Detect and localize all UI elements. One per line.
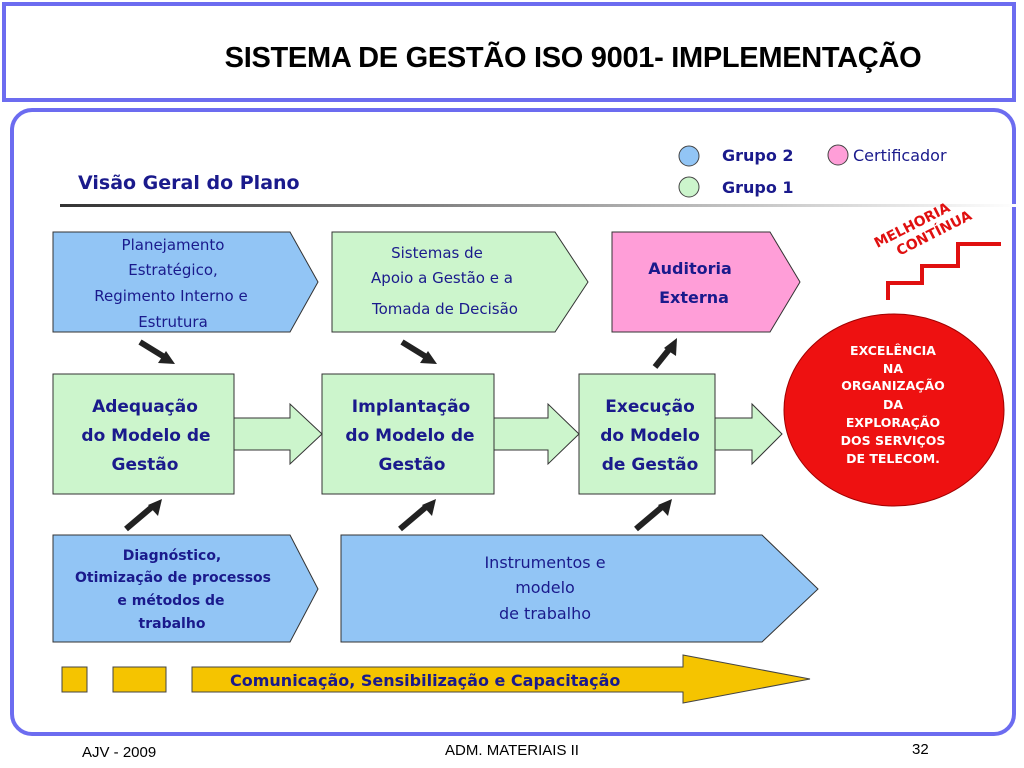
adequacao-line-3: Gestão bbox=[112, 455, 179, 475]
adequacao-line-2: do Modelo de bbox=[81, 426, 210, 446]
slide-title: SISTEMA DE GESTÃO ISO 9001- IMPLEMENTAÇÃ… bbox=[224, 42, 922, 74]
comm-square-1 bbox=[61, 666, 88, 693]
implantacao-line-1: Implantação bbox=[352, 397, 470, 417]
arrow-execucao-to-auditoria bbox=[652, 338, 677, 369]
sistemas-shape bbox=[331, 231, 589, 333]
arrow-implantacao-to-execucao bbox=[493, 402, 580, 466]
arrow-instrumentos-to-implantacao bbox=[398, 499, 436, 532]
sistemas-line-2: Apoio a Gestão e a bbox=[371, 269, 513, 287]
melhoria-steps bbox=[886, 242, 1001, 300]
sistemas-line-1: Sistemas de bbox=[391, 244, 483, 262]
arrow-diagnostico-to-adequacao bbox=[124, 499, 162, 532]
diagnostico-line-3: e métodos de bbox=[117, 593, 224, 609]
excelencia-line-7: DE TELECOM. bbox=[846, 451, 940, 466]
adequacao-line-1: Adequação bbox=[92, 397, 198, 417]
implantacao-line-3: Gestão bbox=[379, 455, 446, 475]
implantacao-line-2: do Modelo de bbox=[345, 426, 474, 446]
legend-group1-dot bbox=[678, 176, 700, 198]
planejamento-line-2: Estratégico, bbox=[128, 261, 218, 279]
planejamento-line-4: Estrutura bbox=[138, 313, 208, 331]
diagnostico-line-1: Diagnóstico, bbox=[123, 548, 222, 564]
execucao-line-1: Execução bbox=[605, 397, 695, 417]
heading-underline bbox=[60, 204, 1020, 207]
auditoria-line-1: Auditoria bbox=[648, 259, 732, 278]
legend-group2-label: Grupo 2 bbox=[722, 146, 794, 165]
diagnostico-shape bbox=[52, 534, 319, 643]
comm-square-2 bbox=[112, 666, 167, 693]
footer-author: AJV - 2009 bbox=[82, 744, 157, 761]
arrow-planejamento-to-adequacao bbox=[138, 339, 175, 364]
comunicacao-label: Comunicação, Sensibilização e Capacitaçã… bbox=[230, 671, 620, 690]
instrumentos-line-2: modelo bbox=[515, 578, 575, 597]
comunicacao-arrow bbox=[191, 654, 811, 704]
excelencia-line-5: EXPLORAÇÃO bbox=[846, 415, 940, 430]
auditoria-line-2: Externa bbox=[659, 288, 729, 307]
planejamento-line-1: Planejamento bbox=[122, 236, 225, 254]
sistemas-line-3: Tomada de Decisão bbox=[371, 300, 518, 318]
planejamento-shape bbox=[52, 231, 319, 333]
arrow-execucao-to-excelencia bbox=[714, 402, 783, 466]
arrow-adequacao-to-implantacao bbox=[233, 402, 323, 466]
execucao-line-2: do Modelo bbox=[600, 426, 700, 446]
execucao-line-3: de Gestão bbox=[602, 455, 699, 475]
arrow-sistemas-to-implantacao bbox=[400, 339, 437, 364]
excelencia-line-2: NA bbox=[883, 361, 903, 376]
arrow-instrumentos-to-execucao bbox=[634, 499, 672, 532]
excelencia-circle bbox=[783, 313, 1005, 507]
execucao-box bbox=[578, 373, 716, 495]
diagram-heading: Visão Geral do Plano bbox=[78, 172, 300, 194]
instrumentos-line-1: Instrumentos e bbox=[484, 553, 605, 572]
excelencia-line-6: DOS SERVIÇOS bbox=[841, 433, 946, 448]
excelencia-line-3: ORGANIZAÇÃO bbox=[841, 378, 945, 393]
footer-page-number: 32 bbox=[912, 741, 929, 758]
diagnostico-line-2: Otimização de processos bbox=[75, 570, 271, 586]
legend-certifier-dot bbox=[827, 144, 849, 166]
instrumentos-line-3: de trabalho bbox=[499, 604, 591, 623]
planejamento-line-3: Regimento Interno e bbox=[94, 287, 247, 305]
auditoria-shape bbox=[611, 231, 801, 333]
legend-group1-label: Grupo 1 bbox=[722, 178, 794, 197]
title-box: SISTEMA DE GESTÃO ISO 9001- IMPLEMENTAÇÃ… bbox=[2, 2, 1016, 102]
instrumentos-shape bbox=[340, 534, 819, 643]
excelencia-line-4: DA bbox=[883, 397, 903, 412]
footer-course: ADM. MATERIAIS II bbox=[445, 742, 579, 759]
legend-group2-dot bbox=[678, 145, 700, 167]
legend-certifier-label: Certificador bbox=[853, 146, 947, 165]
excelencia-line-1: EXCELÊNCIA bbox=[850, 343, 936, 358]
diagnostico-line-4: trabalho bbox=[139, 616, 206, 632]
